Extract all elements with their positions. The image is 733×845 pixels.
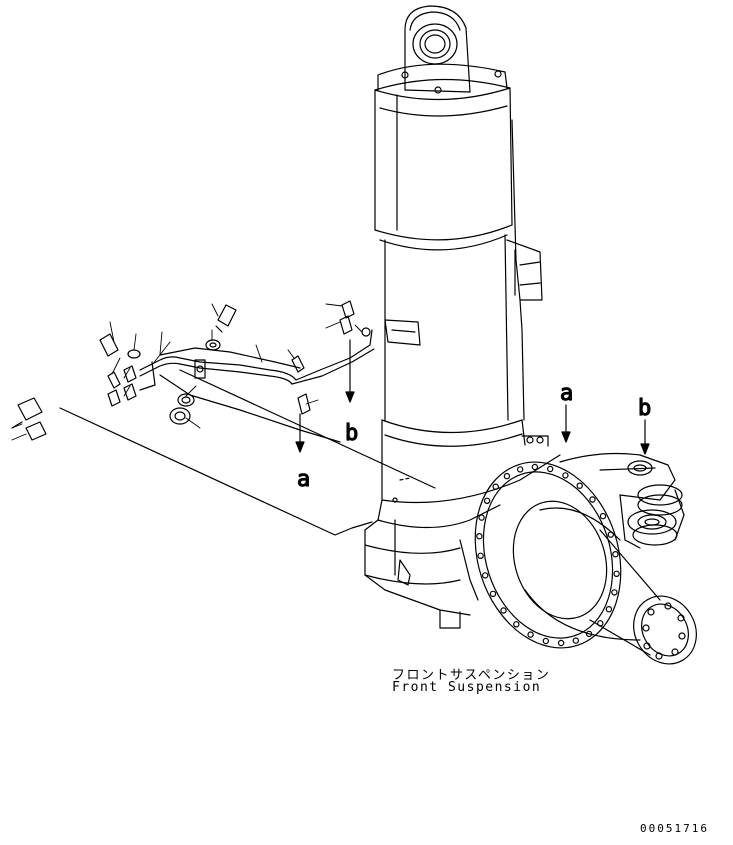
bolt-hole: [482, 572, 489, 579]
bolt-hole: [478, 514, 485, 521]
lower-collar: [381, 419, 549, 501]
bolt-hole: [557, 639, 565, 647]
bolt-hole: [513, 621, 520, 628]
bolt-hole: [500, 607, 507, 614]
bolt-hole: [476, 533, 483, 540]
bolt-hole: [562, 472, 569, 479]
bolt-hole: [599, 512, 607, 520]
bolt-hole: [527, 631, 534, 638]
bolt-hole: [489, 590, 497, 598]
bolt-hole: [612, 551, 619, 558]
bolt-hole: [542, 637, 550, 645]
spindle: [524, 507, 697, 665]
caption-japanese: フロントサスペンション: [392, 668, 551, 683]
fasteners: [17, 300, 371, 441]
wheel-flange: [474, 461, 622, 649]
bolt-hole: [605, 606, 613, 613]
bolt-hole: [547, 465, 554, 473]
bolt-hole: [492, 483, 499, 490]
steering-arm: [559, 452, 685, 549]
bolt-hole: [477, 552, 484, 560]
upper-cylinder: [374, 78, 525, 421]
ref-label-a-left: a: [297, 467, 310, 492]
flange-bolt-holes: [476, 463, 620, 647]
ref-label-b-right: b: [638, 396, 651, 421]
bolt-hole: [589, 496, 596, 503]
cylinder-top-eye: [377, 5, 508, 94]
side-bracket: [384, 239, 543, 346]
bolt-hole: [503, 472, 511, 480]
bolt-hole: [483, 497, 491, 504]
ref-label-b-left: b: [345, 421, 358, 446]
bolt-hole: [531, 463, 539, 471]
leader-lines: [11, 369, 436, 536]
drawing-code: 00051716: [640, 822, 709, 835]
bolt-hole: [517, 466, 524, 473]
hose-assembly: [139, 329, 375, 431]
bolt-hole: [611, 589, 618, 596]
reference-arrows: [295, 339, 650, 455]
bolt-hole: [613, 570, 620, 578]
caption-english: Front Suspension: [392, 680, 542, 695]
ref-label-a-right: a: [560, 381, 573, 406]
bolt-hole: [572, 637, 580, 644]
knuckle-housing: [364, 454, 561, 629]
bolt-hole: [576, 482, 583, 489]
callout-leaders: [11, 303, 363, 441]
